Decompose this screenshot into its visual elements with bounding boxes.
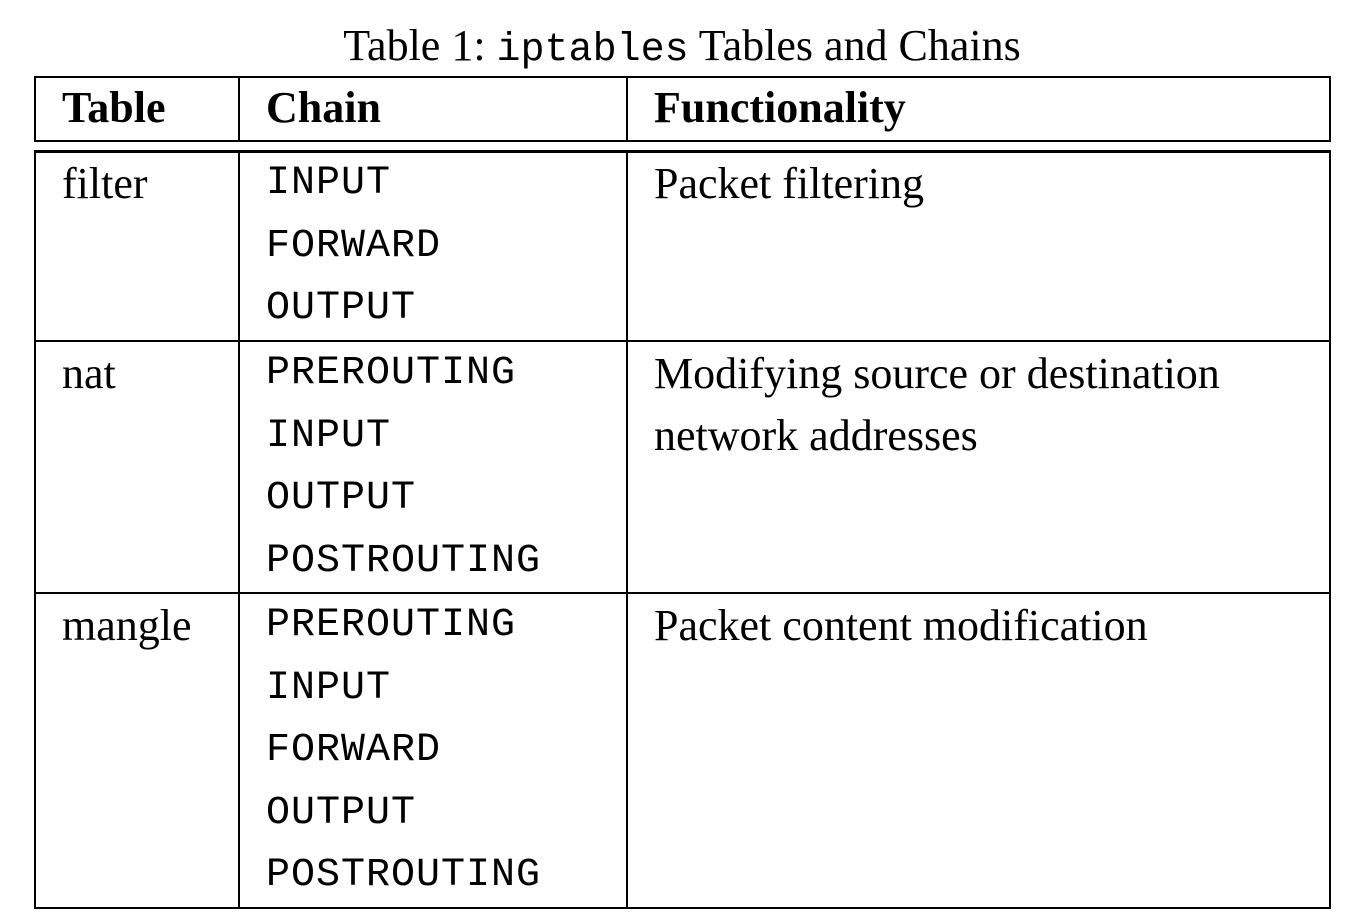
row-chains: PREROUTING INPUT FORWARD OUTPUT POSTROUT…	[266, 595, 541, 908]
chain-name: OUTPUT	[266, 790, 417, 836]
header-table: Table	[62, 83, 166, 132]
row-table-name: nat	[62, 349, 116, 398]
column-divider	[626, 78, 628, 140]
chain-name: PREROUTING	[266, 351, 517, 396]
chain-name: POSTROUTING	[266, 853, 542, 898]
chain-name: INPUT	[266, 665, 392, 711]
row-table-name: filter	[62, 159, 148, 208]
header-chain: Chain	[266, 83, 381, 132]
caption-prefix: Table 1:	[343, 21, 497, 70]
chain-name: OUTPUT	[266, 286, 417, 331]
chain-name: PREROUTING	[266, 603, 517, 648]
header-functionality: Functionality	[654, 83, 906, 132]
functionality-text: network addresses	[654, 411, 978, 460]
caption-code: iptables	[496, 28, 689, 73]
row-chains: INPUT FORWARD OUTPUT	[266, 153, 441, 341]
chain-name: FORWARD	[266, 728, 442, 773]
functionality-text: Packet filtering	[654, 159, 925, 208]
row-functionality: Packet filtering	[654, 153, 924, 215]
caption-suffix: Tables and Chains	[688, 21, 1021, 70]
functionality-text: Packet content modification	[654, 601, 1148, 650]
table-caption: Table 1: iptables Tables and Chains	[0, 20, 1350, 77]
row-divider	[36, 340, 1329, 342]
column-divider	[238, 78, 240, 140]
chain-name: INPUT	[266, 161, 392, 206]
chain-name: INPUT	[266, 413, 392, 459]
row-chains: PREROUTING INPUT OUTPUT POSTROUTING	[266, 343, 541, 593]
functionality-text: Modifying source or destination	[654, 349, 1220, 398]
chain-name: OUTPUT	[266, 476, 417, 521]
chain-name: FORWARD	[266, 223, 442, 269]
column-divider	[238, 153, 240, 907]
chain-name: POSTROUTING	[266, 538, 542, 584]
table-header: Table Chain Functionality	[34, 76, 1331, 142]
row-functionality: Modifying source or destination network …	[654, 343, 1220, 467]
row-functionality: Packet content modification	[654, 595, 1148, 657]
table-body: filter INPUT FORWARD OUTPUT Packet filte…	[34, 150, 1331, 909]
row-divider	[36, 592, 1329, 594]
column-divider	[626, 153, 628, 907]
row-table-name: mangle	[62, 601, 192, 650]
